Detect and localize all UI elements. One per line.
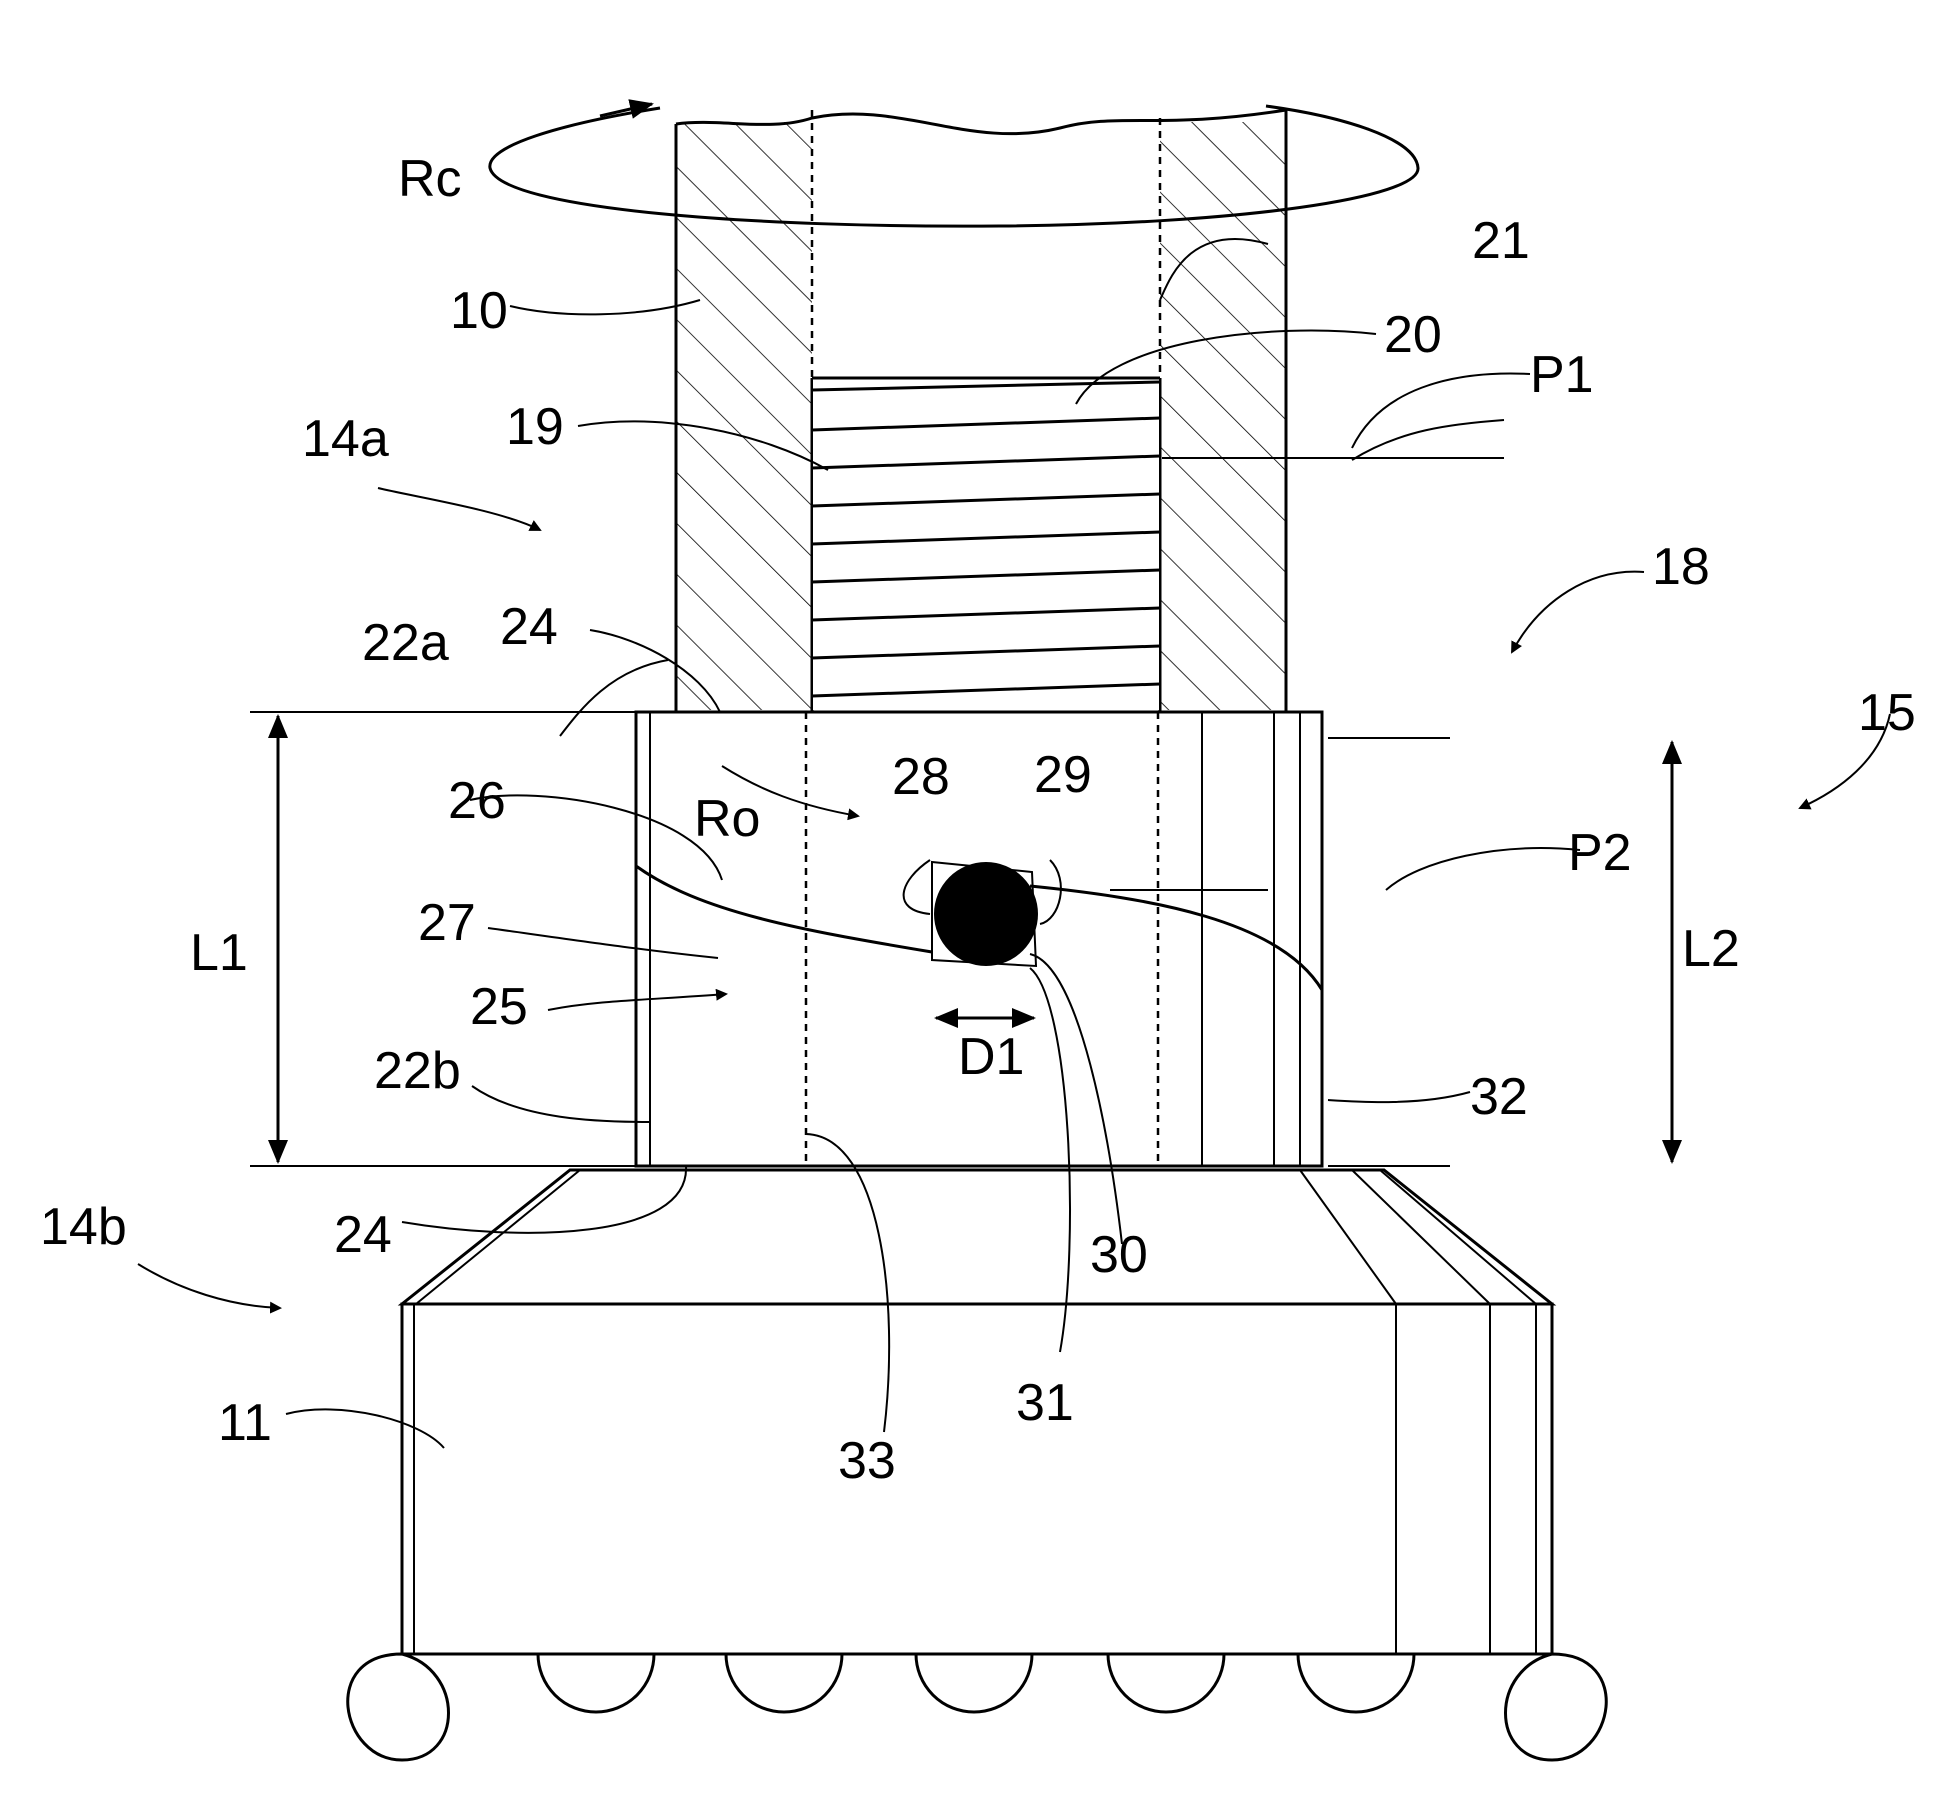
label-21: 21 [1472,212,1530,270]
label-14b: 14b [40,1198,127,1256]
label-24-top: 24 [500,598,558,656]
label-19: 19 [506,398,564,456]
label-l1: L1 [190,924,248,982]
label-31: 31 [1016,1374,1074,1432]
label-p2: P2 [1568,824,1632,882]
left-wall-hatch [676,122,812,710]
label-p1: P1 [1530,346,1594,404]
label-11: 11 [218,1394,272,1452]
label-32: 32 [1470,1068,1528,1126]
lower-body-11 [348,1170,1607,1760]
label-ro: Ro [694,790,760,848]
label-l2: L2 [1682,920,1740,978]
label-10: 10 [450,282,508,340]
groove-curve-left [636,866,932,952]
groove-curve-right [1030,886,1322,990]
coupling-sleeve-22 [636,712,1322,1166]
label-29: 29 [1034,746,1092,804]
label-30: 30 [1090,1226,1148,1284]
label-rc: Rc [398,150,462,208]
label-14a: 14a [302,410,389,468]
label-28: 28 [892,748,950,806]
label-d1: D1 [958,1028,1024,1086]
label-24-bottom: 24 [334,1206,392,1264]
label-20: 20 [1384,306,1442,364]
labels: Rc 10 21 20 P1 19 14a 18 22a 24 15 26 Ro… [40,150,1916,1490]
label-27: 27 [418,894,476,952]
label-22b: 22b [374,1042,461,1100]
label-22a: 22a [362,614,449,672]
ball-31 [934,862,1038,966]
upper-tube-10 [676,110,1286,712]
label-25: 25 [470,978,528,1036]
label-26: 26 [448,772,506,830]
label-18: 18 [1652,538,1710,596]
label-15: 15 [1858,684,1916,742]
label-33: 33 [838,1432,896,1490]
